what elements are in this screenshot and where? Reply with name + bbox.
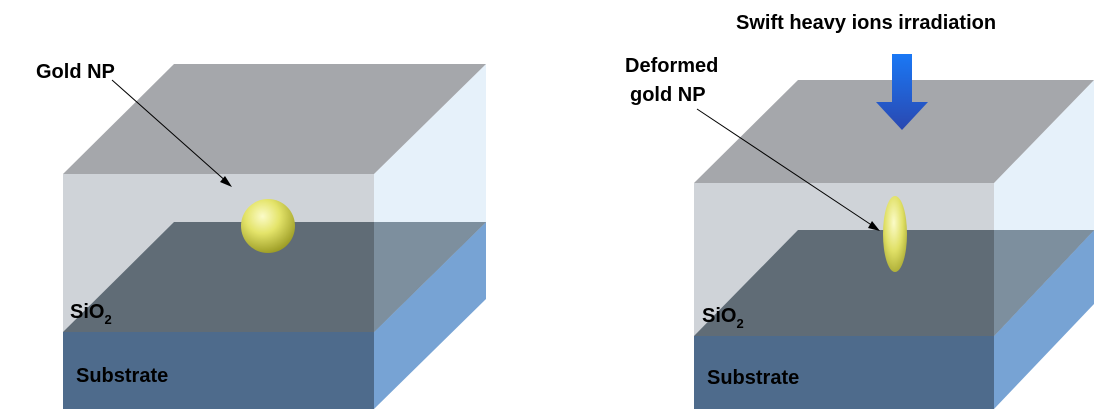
left-substrate-label: Substrate	[76, 365, 168, 387]
deformed-np-leader-line	[696, 108, 877, 229]
left-panel: Gold NP SiO2 Substrate	[36, 61, 486, 409]
right-substrate-label: Substrate	[707, 367, 799, 389]
left-top-face	[63, 64, 486, 174]
right-substrate-top-right-area	[994, 230, 1094, 336]
right-sio2-label: SiO2	[702, 305, 744, 331]
gold-nanoparticle	[241, 199, 295, 253]
right-top-face	[694, 80, 1094, 183]
deformed-np-label-line1: Deformed	[625, 55, 718, 77]
right-substrate-side-face	[994, 230, 1094, 409]
deformed-np-label-line2: gold NP	[630, 84, 706, 106]
gold-np-label: Gold NP	[36, 61, 115, 83]
left-substrate-top-right-area	[374, 222, 486, 332]
right-panel: Swift heavy ions irradiation Deformed go…	[625, 12, 1094, 409]
left-substrate-front-face	[63, 332, 374, 409]
left-box	[63, 64, 486, 409]
deformed-np-arrowhead	[868, 221, 880, 231]
left-substrate-side-face	[374, 222, 486, 409]
right-box	[694, 80, 1094, 409]
ion-beam-arrow	[876, 54, 928, 130]
gold-np-arrowhead	[220, 176, 232, 187]
left-sio2-label: SiO2	[70, 301, 112, 327]
gold-np-leader-line	[111, 79, 229, 184]
right-substrate-front-face	[694, 336, 994, 409]
deformed-gold-nanoparticle	[883, 196, 907, 272]
irradiation-label: Swift heavy ions irradiation	[736, 12, 996, 34]
